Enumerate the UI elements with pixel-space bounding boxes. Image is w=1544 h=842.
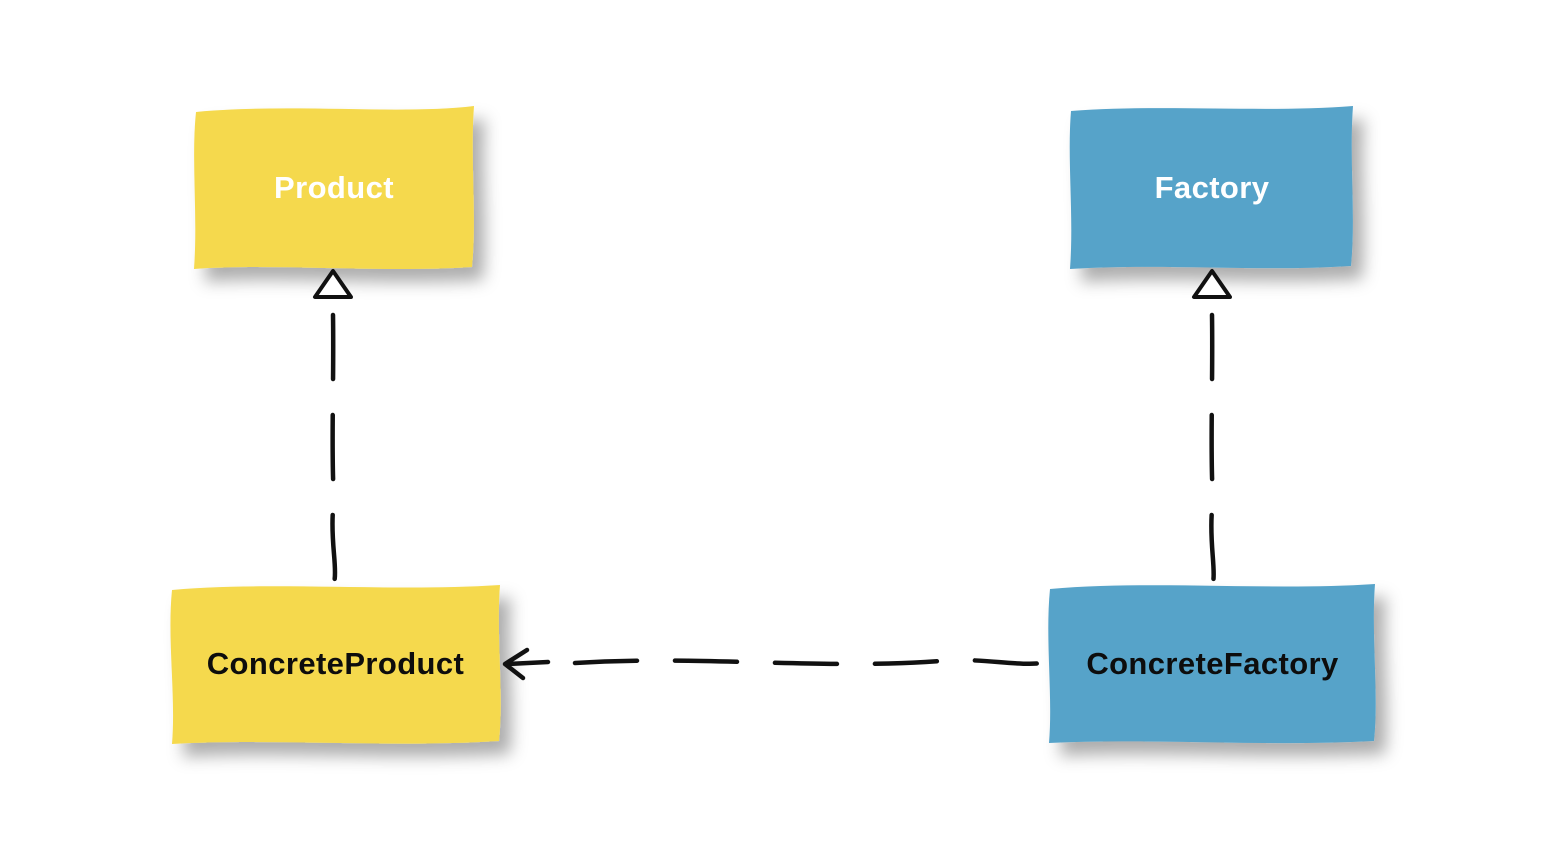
- factory-box: [1069, 106, 1353, 269]
- edge-arrow-shaft: [504, 659, 551, 667]
- hollow-triangle-arrowhead: [313, 269, 353, 299]
- edge-concrete-factory-to-concrete-product: [502, 647, 1051, 681]
- edge-dashed-line: [572, 657, 1051, 667]
- concrete-product-box: [170, 585, 501, 744]
- edge-dashed-line: [1209, 312, 1216, 586]
- hollow-triangle-arrowhead: [1192, 269, 1232, 299]
- concrete-factory-box: [1048, 584, 1376, 744]
- edge-concrete-product-to-product: [313, 269, 353, 586]
- edge-dashed-line: [330, 312, 338, 586]
- edge-concrete-factory-to-factory: [1192, 269, 1232, 586]
- product-box: [194, 106, 474, 269]
- open-arrowhead: [502, 647, 530, 681]
- diagram-edges: [313, 269, 1232, 681]
